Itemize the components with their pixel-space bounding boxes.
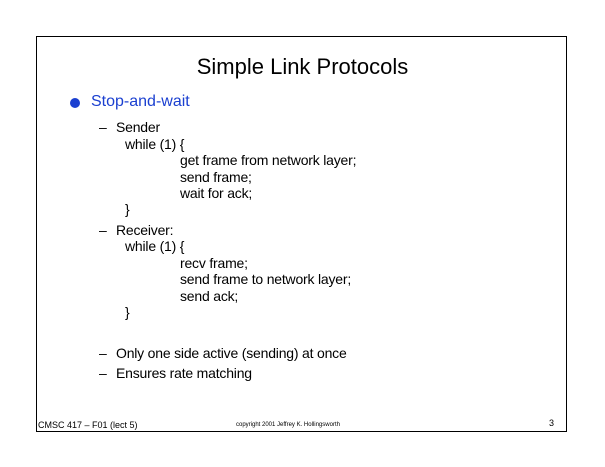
receiver-code-line: recv frame; <box>180 255 248 271</box>
slide-title: Simple Link Protocols <box>196 54 409 79</box>
note-item: Only one side active (sending) at once <box>116 345 347 361</box>
sender-code-line: get frame from network layer; <box>180 152 357 168</box>
sender-code-line: while (1) { <box>125 136 185 152</box>
bullet-stop-and-wait: Stop-and-wait <box>91 93 190 110</box>
sender-label: Sender <box>116 119 160 135</box>
receiver-label: Receiver: <box>116 222 174 238</box>
receiver-code-line: } <box>125 304 130 320</box>
dash-sender: – <box>99 119 107 135</box>
note-item: Ensures rate matching <box>116 365 252 381</box>
page-number: 3 <box>549 418 555 428</box>
dash-note: – <box>99 345 107 361</box>
dash-note: – <box>99 365 107 381</box>
sender-code-line: } <box>125 201 130 217</box>
receiver-code-line: send frame to network layer; <box>180 271 352 287</box>
dash-receiver: – <box>99 222 107 238</box>
receiver-code-line: send ack; <box>180 288 239 304</box>
bullet-dot-icon <box>70 98 80 108</box>
footer-course: CMSC 417 – F01 (lect 5) <box>38 420 138 430</box>
sender-code-line: wait for ack; <box>180 185 253 201</box>
slide-frame <box>36 36 567 432</box>
receiver-code-line: while (1) { <box>125 238 185 254</box>
sender-code-line: send frame; <box>180 169 252 185</box>
footer-copyright: copyright 2001 Jeffrey K. Hollingsworth <box>236 422 340 428</box>
